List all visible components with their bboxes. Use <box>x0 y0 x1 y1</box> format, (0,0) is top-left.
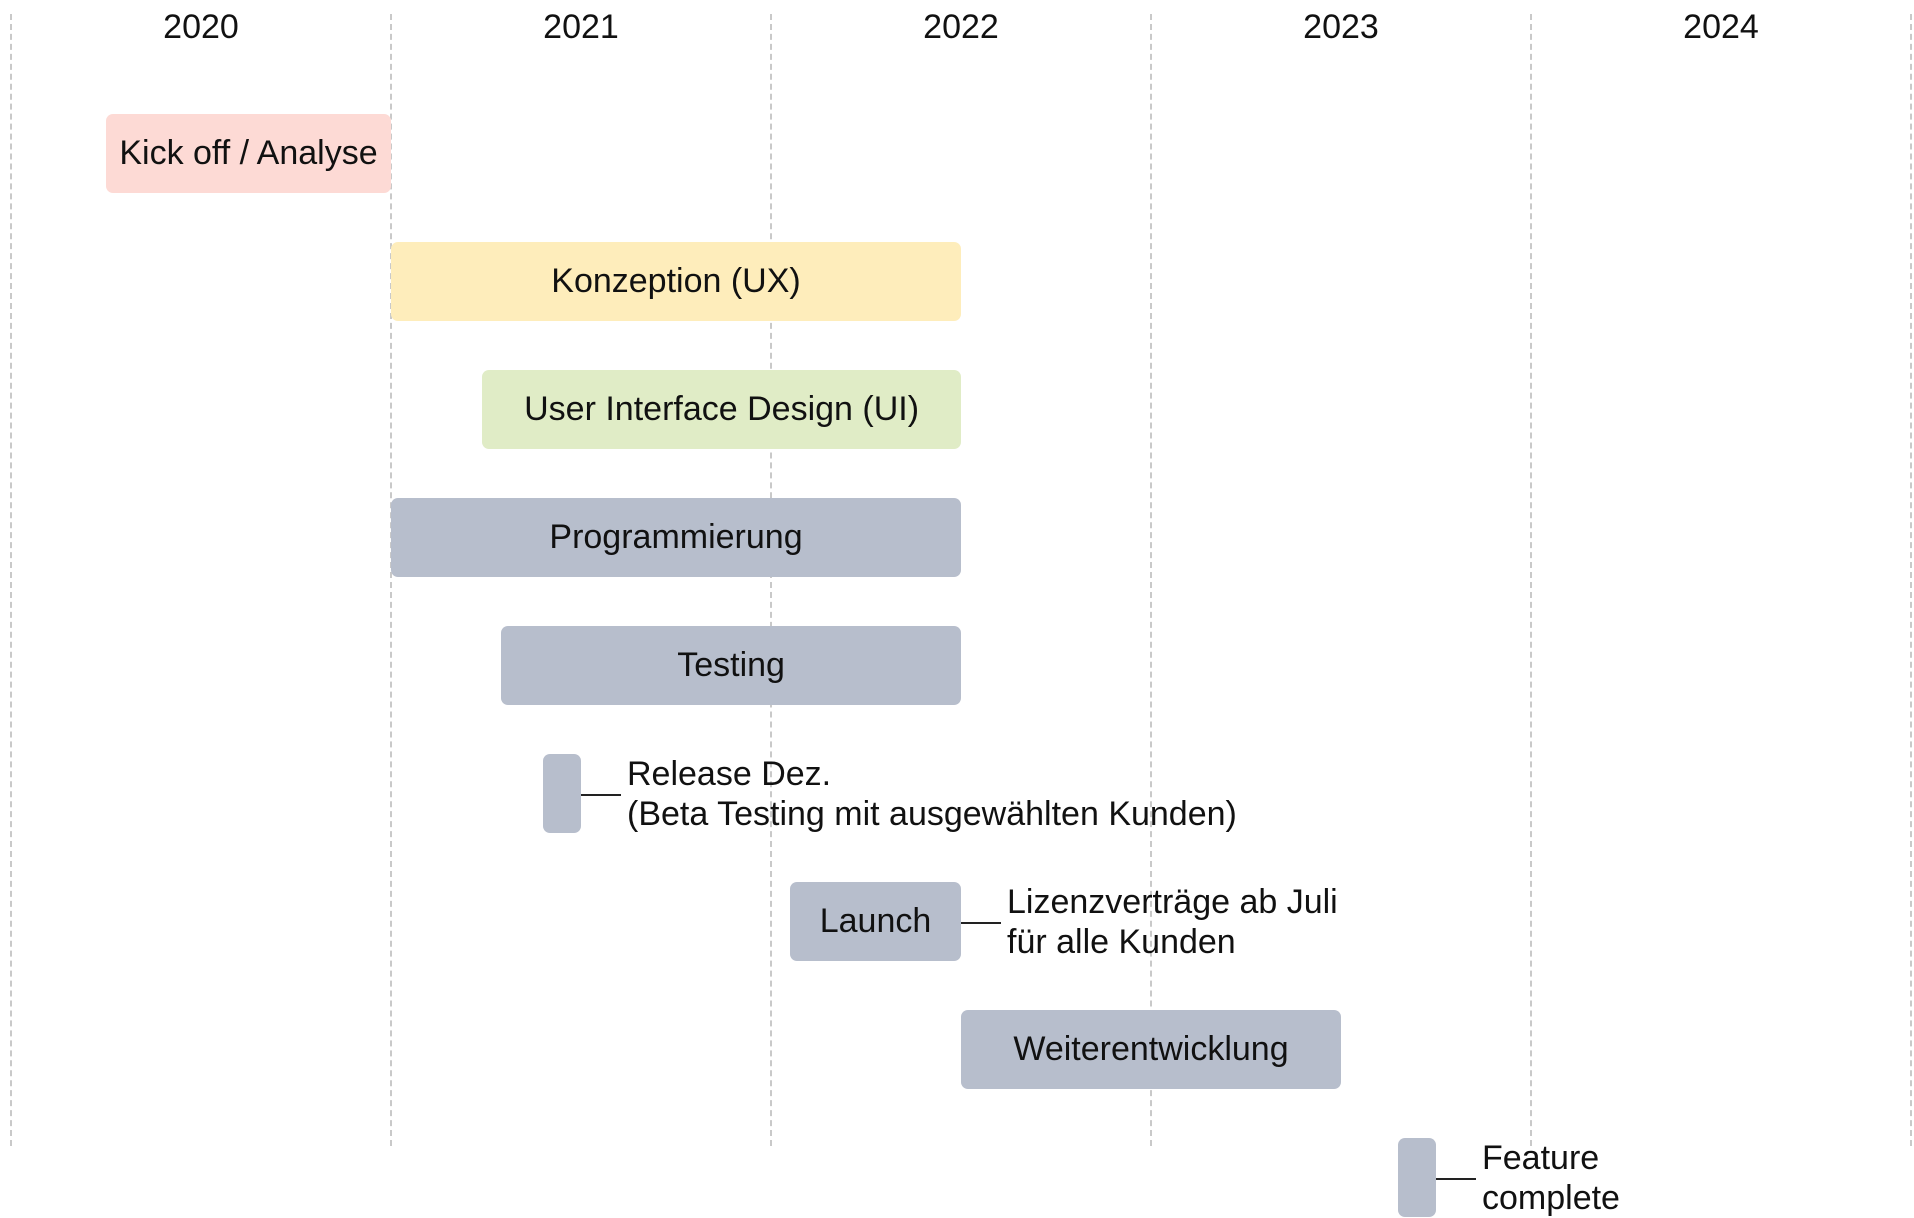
task-label: Launch <box>819 902 932 940</box>
task-testing: Testing <box>501 626 961 705</box>
note-line: Release Dez. <box>627 755 832 793</box>
note-line: für alle Kunden <box>1007 923 1236 961</box>
milestone-feature-complete <box>1398 1138 1436 1217</box>
year-gridline <box>10 14 12 1146</box>
task-label: User Interface Design (UI) <box>524 390 920 428</box>
note-connector <box>1436 1177 1476 1180</box>
note-line: (Beta Testing mit ausgewählten Kunden) <box>627 795 1237 833</box>
note-line: Feature <box>1482 1139 1600 1177</box>
year-label: 2021 <box>543 8 619 46</box>
task-programmierung: Programmierung <box>391 498 961 577</box>
task-note: Release Dez.(Beta Testing mit ausgewählt… <box>627 754 1237 834</box>
year-gridline <box>1150 14 1152 1146</box>
year-gridline <box>1530 14 1532 1146</box>
task-weiterentwicklung: Weiterentwicklung <box>961 1010 1341 1089</box>
year-label: 2020 <box>163 8 239 46</box>
task-kickoff-analyse: Kick off / Analyse <box>106 114 391 193</box>
milestone-release <box>543 754 581 833</box>
task-label: Konzeption (UX) <box>551 262 801 300</box>
note-line: Lizenzverträge ab Juli <box>1007 883 1338 921</box>
task-label: Weiterentwicklung <box>1013 1030 1289 1068</box>
task-launch: Launch <box>790 882 961 961</box>
task-label: Testing <box>677 646 785 684</box>
year-gridline <box>1910 14 1912 1146</box>
year-gridline <box>770 14 772 1146</box>
year-label: 2022 <box>923 8 999 46</box>
task-label: Programmierung <box>549 518 803 556</box>
year-gridline <box>390 14 392 1146</box>
task-konzeption-ux: Konzeption (UX) <box>391 242 961 321</box>
task-label: Kick off / Analyse <box>119 134 378 172</box>
year-label: 2024 <box>1683 8 1759 46</box>
year-label: 2023 <box>1303 8 1379 46</box>
note-line: complete <box>1482 1179 1620 1217</box>
note-connector <box>961 921 1001 924</box>
note-connector <box>581 793 621 796</box>
task-ui-design: User Interface Design (UI) <box>482 370 961 449</box>
